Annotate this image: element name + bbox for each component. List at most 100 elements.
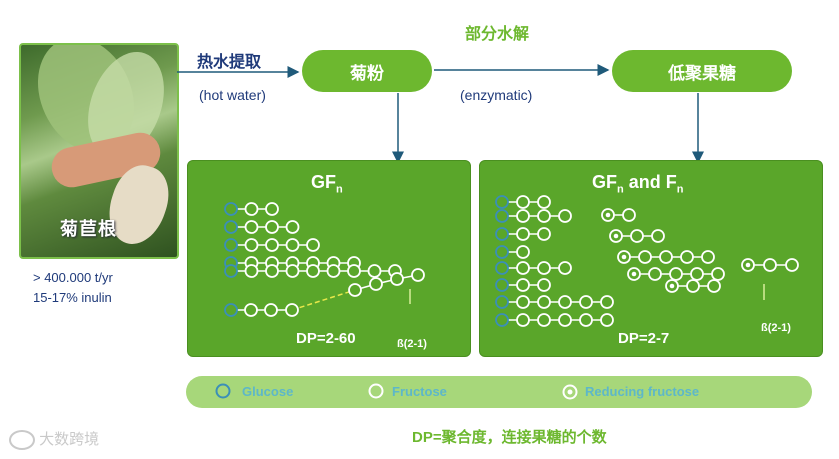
fructose-unit: [516, 295, 530, 309]
fructose-unit: [285, 264, 300, 278]
fructose-unit: [537, 295, 551, 309]
fructose-unit: [285, 220, 300, 234]
fructose-unit: [285, 303, 299, 317]
node-fos: 低聚果糖: [612, 50, 792, 92]
node-inulin-label: 菊粉: [350, 63, 384, 83]
node-inulin: 菊粉: [302, 50, 432, 92]
glucose-unit: [224, 202, 238, 216]
step1-label: 热水提取: [197, 54, 262, 71]
fructose-unit: [785, 258, 799, 272]
legend-fructose: Fructose: [392, 384, 447, 399]
reducing-dot: [605, 212, 611, 218]
legend-reducing: Reducing fructose: [585, 384, 700, 399]
fructose-unit: [516, 313, 530, 327]
fructose-unit: [537, 278, 551, 292]
step2-sub: (enzymatic): [460, 87, 533, 103]
reducing-dot: [669, 283, 675, 289]
glucose-unit: [224, 303, 238, 317]
fructose-unit: [265, 220, 279, 234]
glucose-unit: [495, 245, 509, 259]
footnote: DP=聚合度，连接果糖的个数: [412, 429, 607, 446]
fructose-unit: [347, 264, 361, 278]
fructose-unit: [516, 261, 530, 275]
legend-bar: [186, 376, 812, 408]
fructose-unit: [711, 267, 725, 281]
fructose-unit: [707, 279, 721, 293]
fructose-unit: [638, 250, 652, 264]
glucose-unit: [495, 227, 509, 241]
glucose-unit: [495, 313, 509, 327]
fructose-unit: [411, 268, 425, 282]
fructose-unit: [390, 272, 404, 286]
fructose-unit: [516, 278, 530, 292]
fructose-unit: [651, 229, 665, 243]
photo-label: 菊苣根: [60, 219, 117, 239]
reducing-dot: [621, 254, 627, 260]
fructose-unit: [579, 295, 593, 309]
fructose-unit: [600, 295, 614, 309]
fructose-unit: [264, 303, 278, 317]
glucose-unit: [224, 220, 238, 234]
panel-gfn-dp: DP=2-60: [296, 330, 356, 347]
fructose-unit: [558, 295, 572, 309]
fructose-symbol: [368, 383, 384, 399]
title-text: GF: [592, 172, 617, 192]
fructose-unit: [537, 227, 551, 241]
fructose-unit: [558, 209, 572, 223]
fructose-unit: [630, 229, 644, 243]
watermark: 大数跨境: [9, 428, 100, 451]
panel-gfn-bond: ß(2-1): [397, 338, 427, 350]
fructose-unit: [648, 267, 662, 281]
panel-gfn-title: GFn: [311, 172, 343, 196]
glucose-symbol: [215, 383, 231, 399]
panel-gfn-fn-dp: DP=2-7: [618, 330, 670, 347]
fructose-unit: [369, 277, 383, 291]
stat-inulin: 15-17% inulin: [33, 290, 112, 305]
stat-production: > 400.000 t/yr: [33, 270, 113, 285]
fructose-unit: [537, 261, 551, 275]
bond-line: [291, 289, 356, 311]
legend-glucose: Glucose: [242, 384, 294, 399]
fructose-unit: [265, 264, 279, 278]
reducing-dot: [631, 271, 637, 277]
fructose-unit: [367, 264, 382, 278]
fructose-unit: [306, 238, 320, 252]
chicory-root-photo: [19, 43, 179, 259]
fructose-unit: [326, 264, 341, 278]
fructose-unit: [622, 208, 636, 222]
fructose-unit: [537, 209, 551, 223]
fructose-unit: [659, 250, 673, 264]
fructose-unit: [701, 250, 715, 264]
watermark-logo-icon: [9, 430, 35, 451]
fructose-unit: [244, 303, 258, 317]
fructose-unit: [265, 238, 279, 252]
fructose-unit: [600, 313, 614, 327]
fructose-unit: [306, 264, 320, 278]
fructose-unit: [244, 264, 259, 278]
fructose-unit: [265, 202, 279, 216]
watermark-text: 大数跨境: [39, 431, 100, 448]
step2-label: 部分水解: [465, 26, 530, 43]
reducing-dot: [745, 262, 751, 268]
fructose-unit: [537, 195, 551, 209]
title-text: GF: [311, 172, 336, 192]
node-fos-label: 低聚果糖: [668, 63, 736, 83]
fructose-unit: [244, 202, 259, 216]
fructose-unit: [516, 209, 530, 223]
panel-gfn-fn-title: GFn and Fn: [592, 172, 683, 196]
glucose-unit: [495, 261, 509, 275]
title-sub: n: [617, 183, 624, 196]
fructose-unit: [558, 313, 572, 327]
fructose-unit: [516, 227, 530, 241]
title-sub: n: [676, 183, 684, 196]
fructose-unit: [669, 267, 683, 281]
title-and: and F: [623, 172, 677, 192]
glucose-unit: [495, 278, 509, 292]
fructose-unit: [516, 195, 530, 209]
panel-gfn-fn-bond: ß(2-1): [761, 322, 791, 334]
fructose-unit: [686, 279, 700, 293]
fructose-unit: [690, 267, 704, 281]
glucose-unit: [224, 264, 238, 278]
